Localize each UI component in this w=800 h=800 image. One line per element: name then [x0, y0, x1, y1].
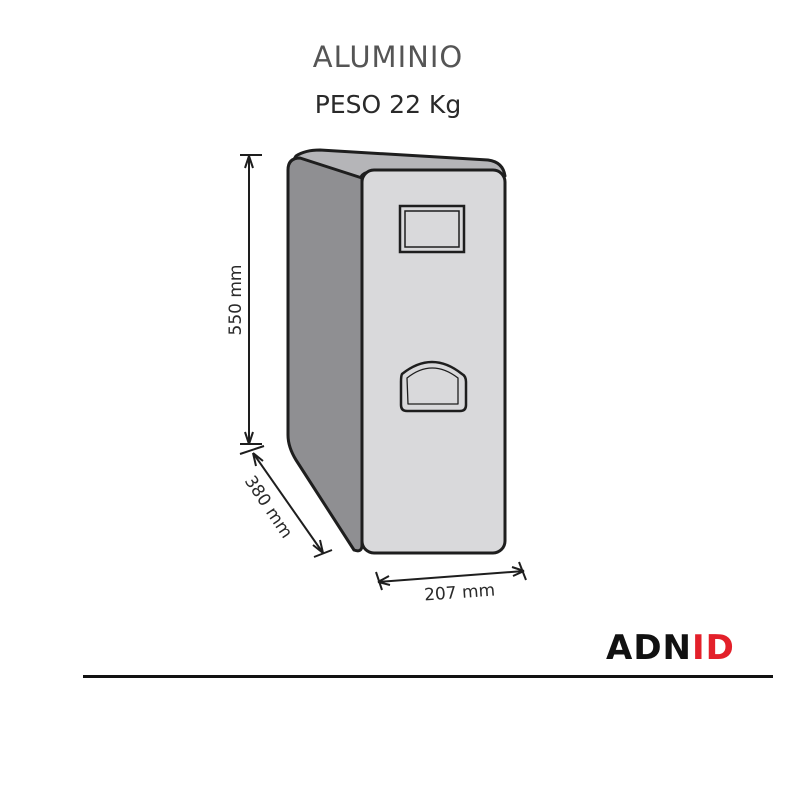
- width-label: 207 mm: [424, 581, 496, 606]
- logo-text-dark: ADN: [606, 628, 692, 668]
- weight-title: PESO 22 Kg: [314, 90, 462, 119]
- brand-logo: ADNID: [606, 628, 758, 668]
- depth-dimension-line: [239, 445, 333, 558]
- depth-label: 380 mm: [240, 472, 296, 542]
- footer-divider: [83, 675, 773, 678]
- material-title: ALUMINIO: [312, 40, 464, 74]
- case-side-face: [286, 156, 364, 553]
- handle-inner: [406, 367, 459, 405]
- height-dimension-line: [240, 154, 262, 445]
- width-dimension-line: [375, 561, 527, 591]
- logo-text-red: ID: [692, 628, 735, 668]
- handle: [399, 360, 468, 413]
- label-window: [398, 204, 466, 254]
- height-label: 550 mm: [226, 265, 246, 336]
- label-window-inner: [404, 210, 460, 248]
